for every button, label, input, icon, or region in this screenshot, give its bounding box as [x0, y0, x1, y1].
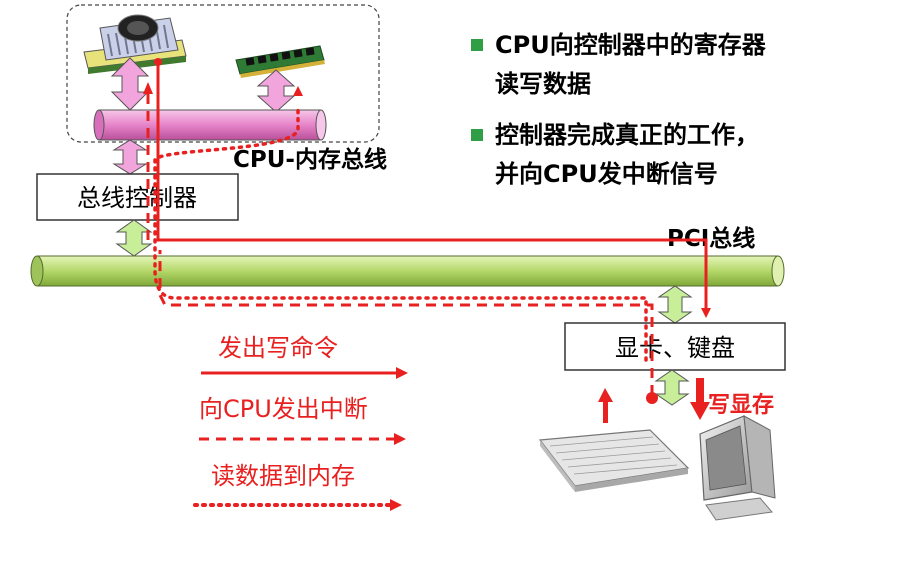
- pci-bus: [30, 255, 785, 287]
- device-box: [564, 322, 786, 371]
- write-memory-label: 写显存: [708, 392, 774, 418]
- interrupt-origin: [646, 392, 658, 404]
- bullet-marker-2: [471, 129, 483, 141]
- controller-bus-arrow: [112, 139, 148, 175]
- cpu-memory-bus-label: CPU-内存总线: [233, 146, 387, 173]
- bus-controller-label: 总线控制器: [77, 184, 197, 212]
- legend-label-interrupt: 向CPU发出中断: [199, 395, 368, 423]
- memory-module-icon: [235, 45, 325, 78]
- pci-device-arrow: [657, 285, 693, 324]
- monitor-icon: [699, 415, 776, 521]
- cpu-memory-bus: [93, 109, 327, 141]
- write-command-origin: [154, 58, 162, 66]
- write-memory-arrow: [690, 378, 710, 420]
- bus-controller-box: [36, 173, 239, 221]
- pci-controller-arrow: [115, 219, 153, 257]
- bullet-2-line-2: 并向CPU发中断信号: [495, 160, 718, 188]
- legend-label-read-data: 读数据到内存: [211, 462, 355, 490]
- bullet-1-line-1: CPU向控制器中的寄存器: [495, 31, 767, 59]
- bullet-marker-1: [471, 39, 483, 51]
- read-data-path: [153, 108, 648, 362]
- keyboard-up-arrow: [598, 388, 613, 423]
- keyboard-icon: [538, 429, 690, 492]
- device-peripheral-arrow: [654, 369, 690, 406]
- cpu-bus-arrow-2: [256, 69, 296, 113]
- bullet-1-line-2: 读写数据: [495, 70, 591, 98]
- cpu-memory-group: [66, 4, 380, 143]
- legend-label-write-command: 发出写命令: [218, 334, 338, 362]
- interrupt-path: [146, 90, 654, 395]
- write-command-path: [156, 60, 708, 310]
- bullet-2-line-1: 控制器完成真正的工作，: [495, 121, 759, 149]
- device-label: 显卡、键盘: [615, 334, 735, 362]
